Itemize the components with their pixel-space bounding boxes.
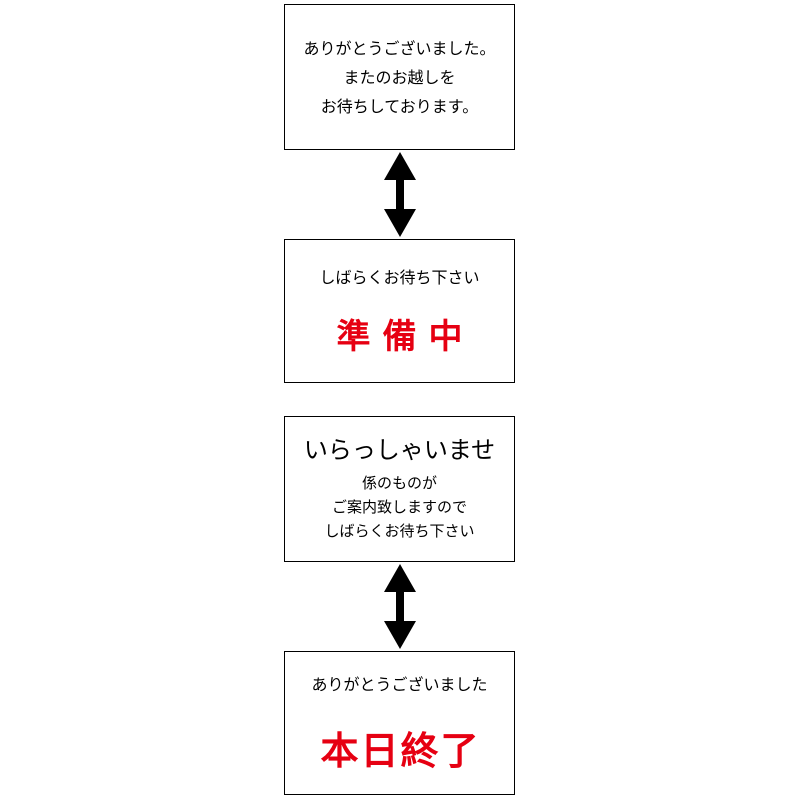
sign-preparing: しばらくお待ち下さい 準備中: [284, 239, 515, 383]
sign-subtitle: ありがとうございました: [311, 674, 488, 694]
double-arrow-icon: [384, 564, 416, 649]
sign-welcome: いらっしゃいませ 係のものが ご案内致しますので しばらくお待ち下さい: [284, 416, 515, 562]
sign-line: お待ちしております。: [320, 96, 479, 116]
double-arrow-icon: [384, 152, 416, 237]
sign-thank-you: ありがとうございました。 またのお越しを お待ちしております。: [284, 4, 515, 150]
sign-subtitle: しばらくお待ち下さい: [319, 267, 480, 287]
sign-main-text: 本日終了: [320, 728, 481, 773]
sign-line: またのお越しを: [343, 67, 456, 87]
sign-line: ご案内致しますので: [331, 498, 467, 516]
sign-line: ありがとうございました。: [303, 38, 496, 58]
sign-line: 係のものが: [361, 474, 437, 492]
sign-closed: ありがとうございました 本日終了: [284, 651, 515, 795]
sign-line: しばらくお待ち下さい: [324, 522, 475, 540]
sign-heading: いらっしゃいませ: [303, 436, 496, 464]
sign-main-text: 準備中: [336, 316, 475, 357]
